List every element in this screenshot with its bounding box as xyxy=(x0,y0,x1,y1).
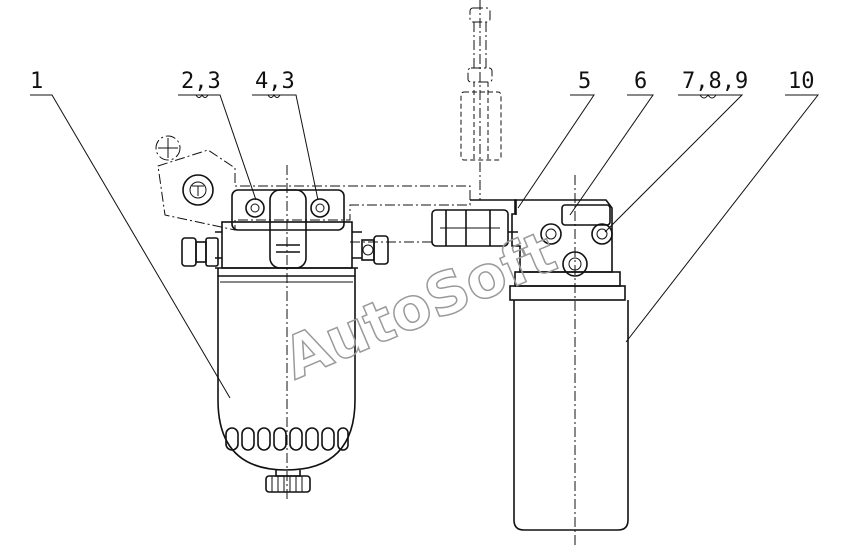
leader-2-3 xyxy=(178,94,257,201)
leader-1 xyxy=(30,94,231,399)
leader-6 xyxy=(569,94,654,216)
left-filter-canister xyxy=(215,165,358,500)
plate-bolt-left xyxy=(182,174,214,206)
mounting-plate-phantom xyxy=(155,135,471,243)
watermark: AutoSoft xyxy=(273,217,566,394)
right-filter-head xyxy=(509,199,626,301)
pipe-fitting xyxy=(431,199,518,247)
callout-6: 6 xyxy=(634,69,647,94)
leader-4-3 xyxy=(252,94,319,201)
leader-7-8-9-brace xyxy=(699,94,717,99)
leader-2-3-brace xyxy=(195,94,209,98)
leader-5 xyxy=(517,94,595,209)
leader-lines xyxy=(30,94,820,399)
callout-labels: 1 2,3 4,3 5 6 7,8,9 10 xyxy=(30,69,815,94)
leader-10 xyxy=(625,94,820,343)
callout-2-3: 2,3 xyxy=(181,69,221,94)
left-filter-bracket xyxy=(181,189,389,269)
upper-bolt xyxy=(460,0,502,200)
callout-1: 1 xyxy=(30,69,43,94)
right-filter-canister xyxy=(513,175,629,548)
callout-5: 5 xyxy=(578,69,591,94)
callout-10: 10 xyxy=(788,69,815,94)
leader-7-8-9 xyxy=(604,94,744,233)
leader-4-3-brace xyxy=(267,94,281,98)
callout-7-8-9: 7,8,9 xyxy=(682,69,748,94)
callout-4-3: 4,3 xyxy=(255,69,295,94)
watermark-text: AutoSoft xyxy=(273,218,565,393)
